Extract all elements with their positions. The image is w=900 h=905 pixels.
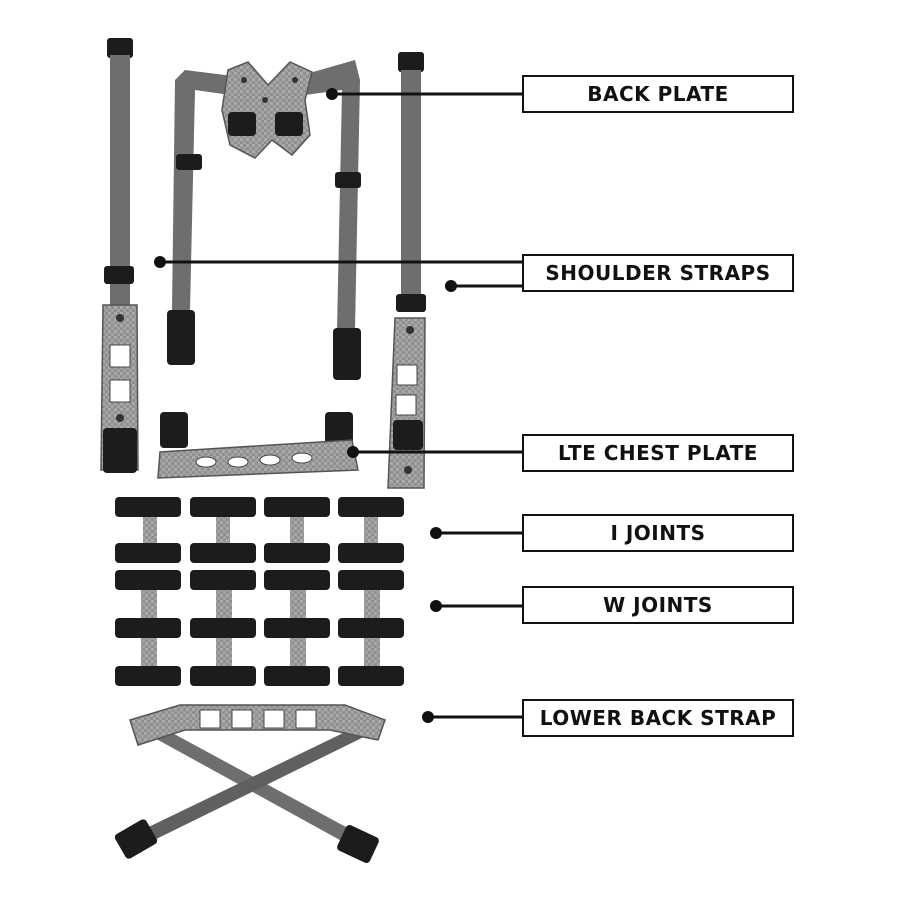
leader-shoulder-straps bbox=[154, 256, 522, 292]
strap-buckle bbox=[398, 52, 424, 72]
left-shoulder-strap bbox=[172, 70, 265, 310]
left-shoulder-buckle bbox=[167, 310, 195, 365]
side-buckle bbox=[103, 428, 137, 473]
left-side-strap bbox=[100, 38, 139, 473]
w-joints bbox=[115, 570, 404, 686]
label-lte-chest-plate: LTE CHEST PLATE bbox=[522, 434, 794, 472]
leader-i-joints bbox=[430, 527, 522, 539]
lower-back-plate bbox=[129, 704, 386, 746]
strap-buckle bbox=[107, 38, 133, 58]
shoulder-yoke bbox=[167, 60, 361, 380]
back-plate bbox=[221, 61, 313, 159]
leader-back-plate bbox=[326, 88, 522, 100]
strap-slider bbox=[104, 266, 134, 284]
right-side-strap bbox=[387, 52, 426, 489]
right-shoulder-buckle bbox=[333, 328, 361, 380]
label-lower-back-strap: LOWER BACK STRAP bbox=[522, 699, 794, 737]
label-w-joints: W JOINTS bbox=[522, 586, 794, 624]
leader-lower-back-strap bbox=[422, 711, 522, 723]
label-i-joints: I JOINTS bbox=[522, 514, 794, 552]
i-joints bbox=[115, 497, 404, 563]
chest-plate bbox=[157, 439, 359, 479]
strap-slider bbox=[396, 294, 426, 312]
label-shoulder-straps: SHOULDER STRAPS bbox=[522, 254, 794, 292]
lower-back-strap-part bbox=[114, 704, 386, 863]
leader-lines bbox=[154, 88, 522, 723]
chest-plate-part bbox=[157, 412, 359, 479]
leader-chest-plate bbox=[347, 446, 522, 458]
label-back-plate: BACK PLATE bbox=[522, 75, 794, 113]
leader-w-joints bbox=[430, 600, 522, 612]
